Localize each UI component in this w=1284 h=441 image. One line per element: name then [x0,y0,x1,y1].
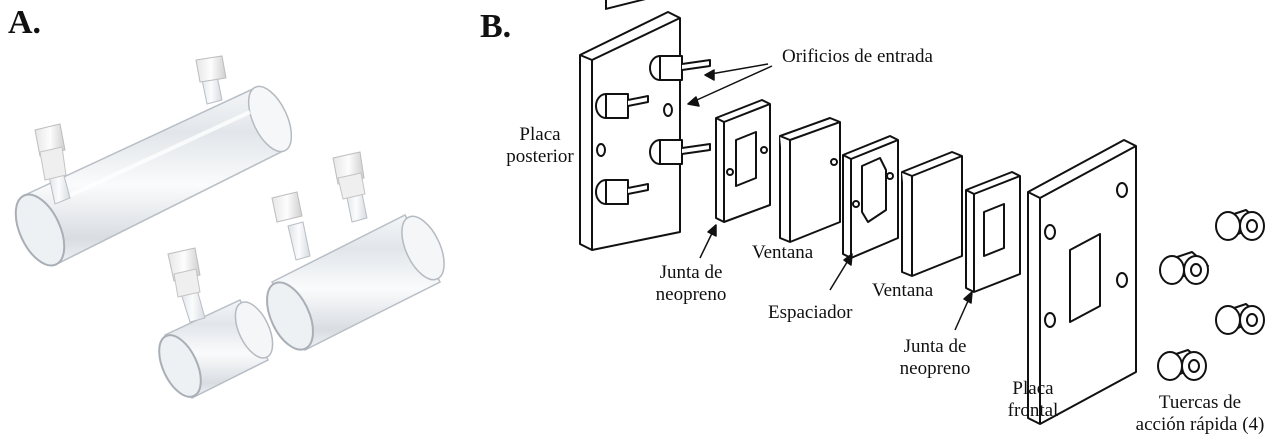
label-orificios-de-entrada: Orificios de entrada [782,46,933,67]
short-glass-tube [158,247,274,400]
label-junta-de-neopreno-1: Junta de neopreno [655,262,727,305]
neoprene-gasket [715,99,771,223]
medium-glass-tube [266,151,445,352]
label-tuercas-de-accion-rapida: Tuercas de acción rápida (4) [1135,392,1265,435]
long-glass-tube [14,55,293,267]
label-ventana-1: Ventana [752,242,814,263]
neoprene-gasket [965,171,1021,293]
window [779,117,841,243]
leader-arrows [687,63,973,331]
label-espaciador: Espaciador [768,302,853,323]
window [901,151,963,277]
spacer [842,135,899,259]
back-plate [579,0,681,251]
label-junta-de-neopreno-2: Junta de neopreno [899,336,971,379]
inlet-port [595,55,711,205]
quick-release-nut [1157,209,1265,381]
label-placa-frontal: Placa frontal [1007,378,1059,421]
front-plate [1027,139,1137,425]
label-ventana-2: Ventana [872,280,934,301]
panel-a-illustration [14,55,445,400]
panel-b-letter: B. [480,8,512,45]
panel-b-diagram [579,0,1265,425]
label-placa-posterior: Placa posterior [506,124,574,167]
panel-a-letter: A. [8,4,42,41]
